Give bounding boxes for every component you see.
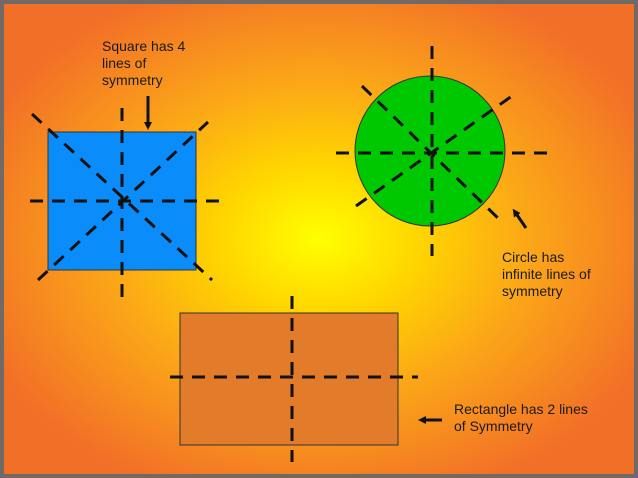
square-diagonal-axis-2 — [36, 120, 210, 282]
square-diagonal-axis-1 — [30, 112, 214, 282]
circle-arrow — [512, 208, 528, 229]
square-symmetry-lines — [30, 108, 222, 298]
square-group — [30, 96, 222, 298]
circle-label: Circle has infinite lines of symmetry — [502, 249, 591, 299]
rectangle-shape — [179, 312, 399, 446]
rectangle-symmetry-lines — [170, 296, 418, 462]
circle-symmetry-lines — [336, 46, 548, 256]
rectangle-label: Rectangle has 2 lines of Symmetry — [454, 401, 588, 434]
square-label: Square has 4 lines of symmetry — [102, 38, 186, 88]
circle-group — [336, 46, 548, 256]
circle-diagonal-axis-2 — [355, 94, 513, 208]
rectangle-group — [170, 296, 442, 462]
